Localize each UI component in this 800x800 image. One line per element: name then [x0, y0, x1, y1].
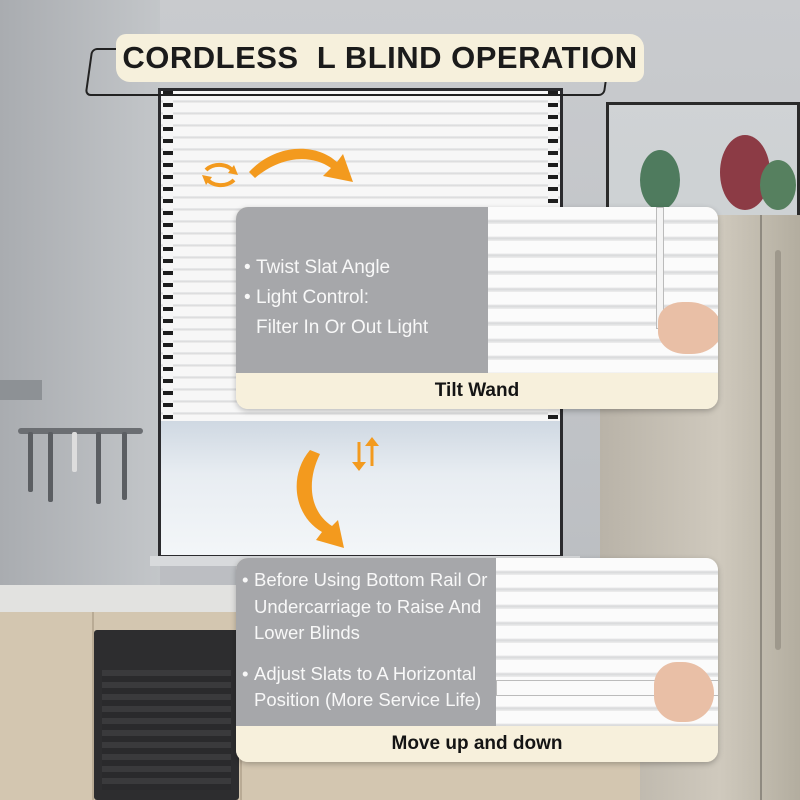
utensil [122, 432, 127, 500]
curved-arrow-down-icon [296, 450, 344, 548]
plant [640, 150, 680, 210]
plant [760, 160, 796, 210]
utensil [28, 432, 33, 492]
refrigerator-handle [775, 250, 781, 650]
lift-card-text: • Before Using Bottom Rail Or Undercarri… [236, 558, 496, 726]
bullet-symbol: • [244, 287, 251, 308]
bullet-item: • Adjust Slats to A Horizontal [242, 661, 496, 688]
utensil [72, 432, 77, 472]
bullet-text: Position (More Service Life) [254, 689, 482, 710]
utensil [96, 432, 101, 504]
rotate-icon [202, 163, 238, 187]
bullet-item: • Twist Slat Angle [244, 253, 488, 283]
bullet-item: • Light Control: [244, 283, 488, 313]
cabinet-seam [92, 612, 94, 800]
bullet-symbol: • [244, 257, 251, 278]
up-down-arrows-icon [352, 437, 379, 471]
refrigerator-door-split [760, 215, 762, 800]
bullet-item: • Before Using Bottom Rail Or [242, 567, 496, 594]
tilt-card-text: • Twist Slat Angle • Light Control: Filt… [236, 207, 488, 373]
title-banner: CORDLESS L BLIND OPERATION [116, 34, 644, 82]
page-title: CORDLESS L BLIND OPERATION [122, 40, 638, 75]
curved-arrow-right-icon [249, 148, 353, 182]
bottom-rail-photo [496, 558, 718, 726]
bullet-text: Twist Slat Angle [256, 257, 391, 278]
bullet-symbol: • [242, 662, 249, 684]
lift-card-caption: Move up and down [236, 726, 718, 762]
blind-ladder-left [163, 91, 173, 421]
oven-door-glass [102, 670, 231, 790]
hand [654, 662, 714, 722]
bullet-text: Undercarriage to Raise And [254, 595, 482, 617]
range-hood [0, 380, 42, 400]
bullet-text: Before Using Bottom Rail Or [254, 569, 488, 590]
utensil [48, 432, 53, 502]
move-up-down-card: • Before Using Bottom Rail Or Undercarri… [236, 558, 718, 762]
bullet-text: Light Control: [256, 287, 370, 308]
oven [94, 630, 239, 800]
tilt-card-caption: Tilt Wand [236, 373, 718, 409]
bullet-text: Lower Blinds [254, 622, 360, 643]
utensil-rail [18, 428, 143, 434]
bullet-symbol: • [242, 569, 249, 590]
lift-card-body: • Before Using Bottom Rail Or Undercarri… [236, 558, 718, 726]
bullet-continuation: Filter In Or Out Light [256, 317, 429, 338]
bullet-text: Adjust Slats to A Horizontal [254, 662, 477, 684]
hand [658, 302, 718, 354]
tilt-wand-card: • Twist Slat Angle • Light Control: Filt… [236, 207, 718, 409]
tilt-wand-photo [488, 207, 718, 373]
tilt-card-body: • Twist Slat Angle • Light Control: Filt… [236, 207, 718, 373]
